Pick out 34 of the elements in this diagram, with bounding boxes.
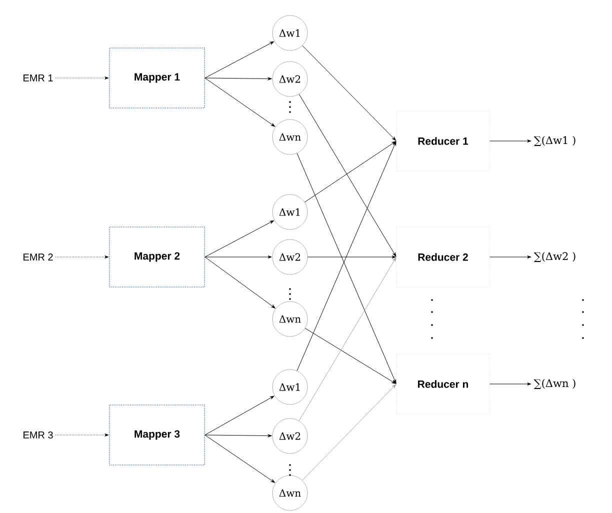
sum-label: ∑(Δw1 ) (534, 136, 576, 146)
arrow (204, 396, 274, 436)
arrow (55, 434, 109, 436)
arrow (298, 94, 396, 257)
input-label: EMR 1 (24, 74, 53, 82)
sum-label: ∑(Δw2 ) (534, 252, 576, 262)
reducer-box: Reducer 2 (396, 226, 490, 288)
arrow (489, 140, 532, 142)
arrow (302, 384, 396, 481)
input-label: EMR 2 (24, 254, 53, 260)
mapper-box: Mapper 3 (109, 404, 205, 466)
mapper-box: Mapper 2 (109, 226, 205, 288)
reducer-box: Reducer n (396, 354, 490, 414)
arrow (55, 76, 109, 80)
arrow (302, 45, 396, 141)
arrow (489, 256, 532, 258)
arrow (204, 220, 274, 258)
arrow (204, 434, 272, 438)
arrow (489, 382, 532, 386)
reducer-box: Reducer 1 (396, 110, 490, 172)
arrow (204, 78, 276, 127)
arrow (298, 257, 396, 422)
arrow (204, 256, 272, 258)
arrow (55, 256, 109, 258)
sum-label: ∑(Δwn ) (534, 379, 576, 389)
arrow (204, 77, 272, 80)
arrow (304, 328, 396, 384)
arrow (307, 256, 396, 258)
arrow (204, 434, 275, 483)
arrow (304, 141, 396, 202)
arrow (204, 256, 276, 308)
mapper-box: Mapper 1 (109, 48, 205, 108)
arrow (204, 41, 274, 78)
input-label: EMR 3 (24, 431, 53, 439)
